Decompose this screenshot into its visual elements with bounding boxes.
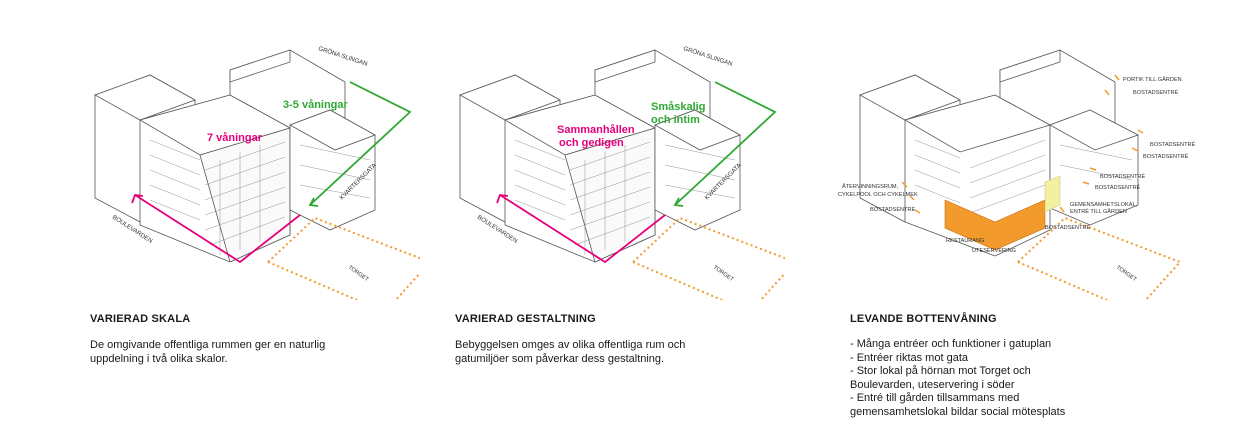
label-restaurang: RESTAURANG [946, 238, 984, 244]
label-3-5-vaningar: 3-5 våningar [283, 99, 349, 111]
restaurang-lokal [944, 199, 1046, 251]
building-block [459, 49, 741, 263]
label-sammanhallen: Sammanhållen [557, 124, 635, 136]
green-arrow [673, 81, 777, 207]
label-bostadsentre-3: BOSTADSENTRÉ [1143, 153, 1189, 160]
building-block [94, 49, 376, 263]
diagram-skala: GRÖNA SLINGAN KVARTERSGATA BOULEVARDEN T… [94, 45, 420, 300]
facade-grid [514, 139, 736, 255]
label-portik: PORTIK TILL GÅRDEN [1123, 76, 1182, 83]
bullet-line: - Många entréer och funktioner i gatupla… [850, 338, 1052, 350]
label-torget: TORGET [1115, 265, 1138, 284]
panel-varierad-skala: GRÖNA SLINGAN KVARTERSGATA BOULEVARDEN T… [0, 0, 420, 439]
magenta-arrow [131, 194, 301, 264]
label-smaskalig: Småskalig [651, 101, 705, 113]
panel-varierad-gestaltning: GRÖNA SLINGAN KVARTERSGATA BOULEVARDEN T… [365, 0, 785, 439]
bullet-line: gemensamhetslokal bildar social mötespla… [850, 405, 1066, 418]
label-atervinning-2: CYKELPOOL OCH CYKELMEK [838, 192, 918, 198]
diagram-bottenvaning: PORTIK TILL GÅRDEN BOSTADSENTRÉ BOSTADSE… [838, 49, 1196, 300]
bullet-line: - Entréer riktas mot gata [850, 351, 968, 364]
body-varierad-skala: De omgivande offentliga rummen ger en na… [90, 339, 326, 365]
label-bostadsentre-5: BOSTADSENTRÉ [1095, 184, 1141, 191]
body-varierad-gestaltning: Bebyggelsen omges av olika offentliga ru… [455, 339, 686, 365]
bullets-levande-bottenvaning: - Många entréer och funktioner i gatupla… [850, 338, 1140, 419]
magenta-arrow [496, 194, 666, 264]
label-gemensamhet-1: GEMENSAMHETSLOKAL, [1070, 202, 1138, 208]
label-grona-slingan: GRÖNA SLINGAN [682, 45, 733, 67]
facade-grid [149, 139, 371, 255]
label-grona-slingan: GRÖNA SLINGAN [317, 45, 368, 67]
label-bostadsentre-1: BOSTADSENTRÉ [1133, 89, 1179, 96]
heading-varierad-gestaltning: VARIERAD GESTALTNING [455, 313, 596, 325]
heading-levande-bottenvaning: LEVANDE BOTTENVÅNING [850, 313, 997, 325]
label-bostadsentre-6: BOSTADSENTRÉ [1045, 224, 1091, 231]
facade-grid [914, 139, 1133, 214]
label-atervinning-1: ÅTERVINNINGSRUM, [842, 183, 899, 190]
label-torget: TORGET [712, 265, 735, 284]
label-bostadsentre-2: BOSTADSENTRÉ [1150, 141, 1196, 148]
bullet-line: Boulevarden, uteservering i söder [850, 378, 1015, 391]
label-gemensamhet-2: ENTRÉ TILL GÅRDEN [1070, 208, 1127, 215]
label-uteservering: UTESERVERING [972, 248, 1016, 254]
label-och-gedigen: och gedigen [559, 137, 624, 149]
gemensamhetslokal [1044, 175, 1061, 213]
green-arrow [308, 81, 412, 207]
label-bostadsentre-4: BOSTADSENTRÉ [1100, 173, 1146, 180]
diagram-gestaltning: GRÖNA SLINGAN KVARTERSGATA BOULEVARDEN T… [459, 45, 785, 300]
label-7-vaningar: 7 våningar [207, 132, 263, 144]
entrance-markers [901, 74, 1144, 232]
label-bostadsentre-7: BOSTADSENTRÉ [870, 206, 916, 213]
panel-levande-bottenvaning: PORTIK TILL GÅRDEN BOSTADSENTRÉ BOSTADSE… [760, 0, 1242, 439]
bullet-line: - Entré till gården tillsammans med [850, 392, 1020, 404]
heading-varierad-skala: VARIERAD SKALA [90, 313, 191, 325]
label-och-intim: och intim [651, 114, 700, 126]
bullet-line: - Stor lokal på hörnan mot Torget och [850, 365, 1031, 377]
